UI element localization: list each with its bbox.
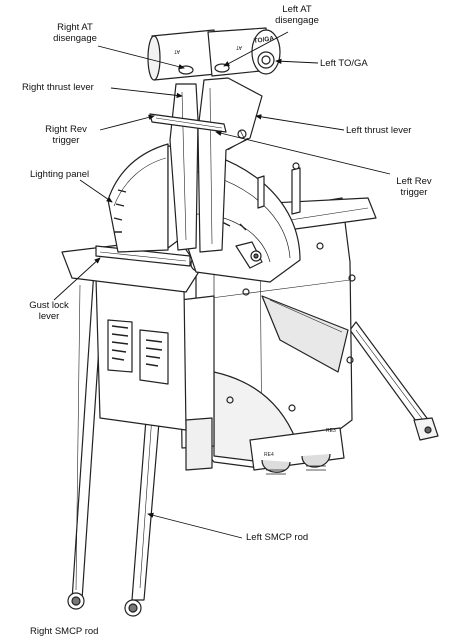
leader-left-smcp <box>147 512 243 539</box>
leader-left-thrust <box>255 114 345 131</box>
label-lighting-panel: Lighting panel <box>30 169 90 180</box>
leader-lines <box>53 31 391 539</box>
label-right-at-disengage: Right AT disengage <box>53 22 97 44</box>
label-left-thrust-lever: Left thrust lever <box>346 125 412 136</box>
leader-right-thrust <box>110 87 183 99</box>
label-right-rev-trigger: Right Rev trigger <box>45 124 87 146</box>
placard-plate <box>95 277 187 431</box>
leader-right-at <box>97 45 185 70</box>
rear-posts <box>257 162 301 215</box>
label-left-rev-trigger: Left Rev trigger <box>396 176 432 198</box>
label-right-thrust-lever: Right thrust lever <box>22 82 94 93</box>
label-left-toga: Left TO/GA <box>320 58 368 69</box>
toga-button <box>257 51 275 69</box>
leader-left-toga <box>275 58 319 64</box>
knob-right-marking: AT <box>236 44 242 50</box>
actuator-body <box>179 295 345 475</box>
connector-marking-2: RE3 <box>326 428 336 434</box>
leader-lighting <box>79 179 113 203</box>
label-left-smcp-rod: Left SMCP rod <box>246 532 309 543</box>
toga-marking: TO/GA <box>253 35 275 45</box>
leader-right-rev <box>99 114 155 131</box>
leader-left-at <box>223 31 289 67</box>
knob-left-marking: AT <box>174 48 180 54</box>
label-left-at-disengage: Left AT disengage <box>275 4 319 26</box>
left-thrust-lever-part <box>197 77 263 253</box>
side-arm <box>349 321 439 441</box>
label-gust-lock-lever: Gust lock lever <box>29 300 69 322</box>
leader-gust-lock <box>53 257 101 301</box>
label-right-smcp-rod: Right SMCP rod <box>30 626 99 637</box>
leader-left-rev <box>215 130 391 175</box>
connector-marking-1: RE4 <box>264 452 274 458</box>
lighting-panel <box>107 143 169 253</box>
